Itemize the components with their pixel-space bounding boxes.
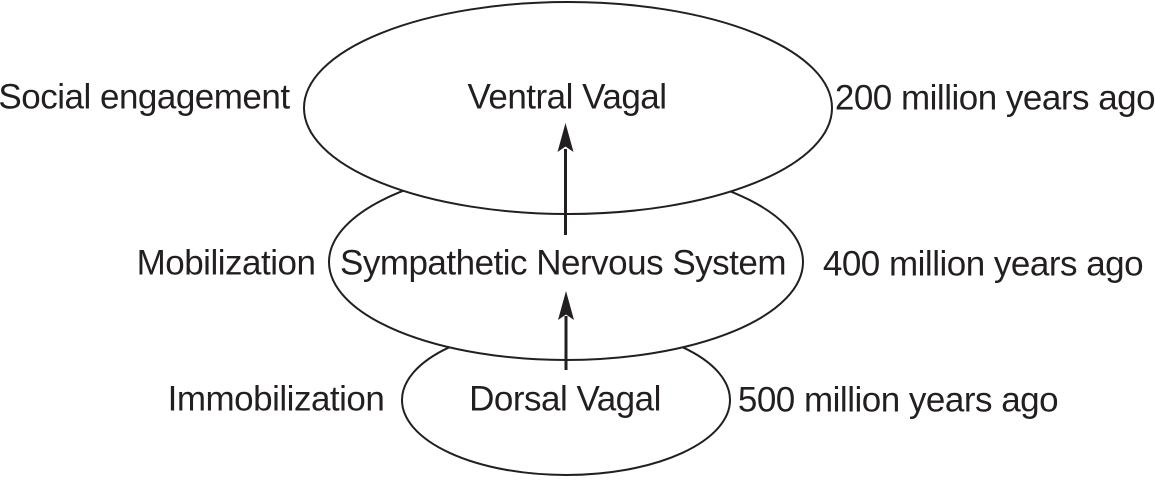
- label-social-engagement: Social engagement: [0, 77, 290, 117]
- timeline-label-500-million-years: 500 million years ago: [737, 380, 1059, 420]
- arrow-dorsal-to-sympathetic-icon: [558, 291, 574, 370]
- label-immobilization: Immobilization: [167, 379, 385, 419]
- ventral-vagal-ellipse: [303, 1, 833, 215]
- ellipse-label-dorsal-vagal: Dorsal Vagal: [469, 379, 661, 419]
- label-mobilization: Mobilization: [136, 243, 316, 283]
- arrow-sympathetic-to-ventral-icon: [557, 123, 574, 235]
- timeline-label-400-million-years: 400 million years ago: [822, 244, 1144, 284]
- ellipse-label-ventral-vagal: Ventral Vagal: [467, 77, 667, 117]
- ellipse-label-sympathetic-nervous-system: Sympathetic Nervous System: [339, 243, 787, 283]
- timeline-label-200-million-years: 200 million years ago: [834, 78, 1155, 118]
